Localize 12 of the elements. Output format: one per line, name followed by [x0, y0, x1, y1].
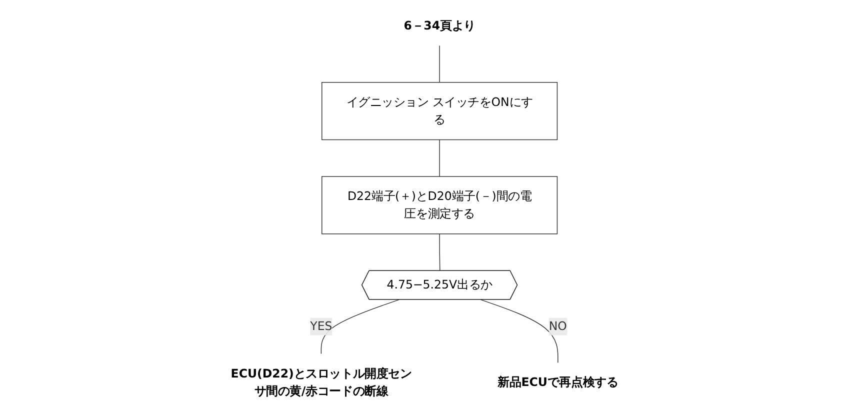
edge-label: NO: [548, 319, 567, 334]
connector: [480, 299, 558, 363]
node-text: 新品ECUで再点検する: [497, 375, 618, 390]
connector: [320, 299, 400, 354]
node-box: D22端子(＋)とD20端子(－)間の電圧を測定する: [321, 176, 558, 234]
connector: [438, 139, 440, 177]
connector: [438, 234, 440, 272]
node-text: 6－34頁より: [403, 18, 476, 32]
node-text: ECU(D22)とスロットル開度センサ間の黄/赤コードの断線: [230, 366, 412, 398]
node-box: イグニッション スイッチをONにする: [321, 82, 558, 140]
edge-label: YES: [310, 319, 332, 334]
connector: [438, 45, 440, 83]
